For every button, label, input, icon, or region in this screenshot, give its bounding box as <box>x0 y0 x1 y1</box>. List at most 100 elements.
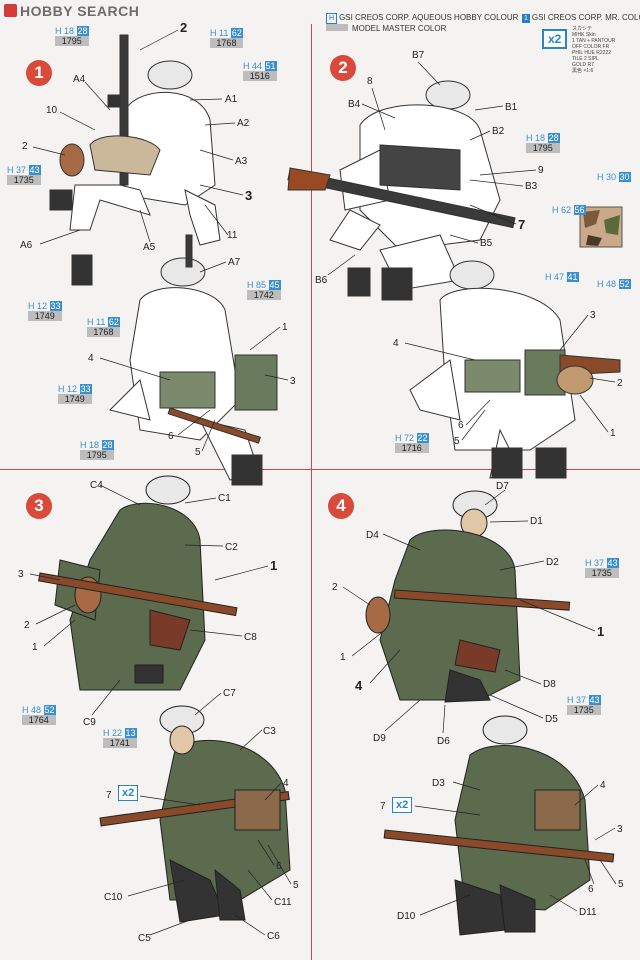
callout-label: 3 <box>18 569 24 580</box>
step-number-3: 3 <box>26 493 52 519</box>
figure-1b <box>109 234 278 486</box>
step-number-4: 4 <box>328 493 354 519</box>
callout-label: 4 <box>283 778 289 789</box>
figure-3b <box>99 705 291 923</box>
callout-label: 1 <box>597 624 605 639</box>
figure-3a <box>38 475 238 691</box>
callout-label: C8 <box>244 632 257 643</box>
callout-label: 4 <box>355 678 363 693</box>
x2-badge: x2 <box>118 785 139 801</box>
paint-chip: H 62 56 <box>552 205 586 215</box>
callout-label: C9 <box>83 717 96 728</box>
callout-label: 10 <box>46 105 58 116</box>
callout-label: D6 <box>437 736 450 747</box>
callout-label: B6 <box>315 275 328 286</box>
callout-label: 7 <box>106 790 112 801</box>
callout-label: A3 <box>235 156 248 167</box>
callout-label: B2 <box>492 126 505 137</box>
callout-label: 5 <box>293 880 299 891</box>
callout-label: 3 <box>590 310 596 321</box>
callout-label: C11 <box>274 897 292 908</box>
callout-label: 3 <box>245 188 253 203</box>
callout-label: D7 <box>496 481 509 492</box>
callout-label: A6 <box>20 240 33 251</box>
callout-label: C3 <box>263 726 276 737</box>
x2-badge-header: x2 <box>542 29 568 49</box>
callout-label: 3 <box>290 376 296 387</box>
callout-label: 1 <box>270 558 278 573</box>
callout-label: 4 <box>393 338 399 349</box>
callout-label: 2 <box>22 141 28 152</box>
callout-label: C4 <box>90 480 103 491</box>
callout-label: D2 <box>546 557 559 568</box>
callout-label: 2 <box>24 620 30 631</box>
callout-label: A2 <box>237 118 250 129</box>
callout-label: D1 <box>530 516 543 527</box>
mix-notes: スカシテ MIHK Skin 1 TAN + PANTOUR OFF COLOR… <box>572 26 616 74</box>
callout-label: A7 <box>228 257 241 268</box>
callout-label: 6 <box>458 420 464 431</box>
callout-label: 9 <box>538 165 544 176</box>
figure-2b <box>409 260 621 479</box>
callout-label: A1 <box>225 94 238 105</box>
step-number-1: 1 <box>26 60 52 86</box>
callout-label: D9 <box>373 733 386 744</box>
callout-label: 1 <box>282 322 288 333</box>
callout-label: 4 <box>88 353 94 364</box>
callout-label: 5 <box>454 436 460 447</box>
callout-label: 7 <box>518 217 526 232</box>
grey-swatch-icon <box>326 24 348 31</box>
callout-label: 3 <box>617 824 623 835</box>
callout-label: B4 <box>348 99 361 110</box>
callout-label: 4 <box>600 780 606 791</box>
figure-1a <box>49 34 221 286</box>
paint-chip: H 30 30 <box>597 172 631 182</box>
callout-label: 1 <box>340 652 346 663</box>
callout-label: C10 <box>104 892 123 903</box>
callout-label: 6 <box>588 884 594 895</box>
callout-label: 2 <box>332 582 338 593</box>
figure-4b <box>383 715 615 936</box>
callout-label: 2 <box>180 20 188 35</box>
x2-badge: x2 <box>392 797 413 813</box>
callout-label: B5 <box>480 238 493 249</box>
callout-label: 8 <box>367 76 373 87</box>
callout-label: 6 <box>276 861 282 872</box>
callout-label: C6 <box>267 931 280 942</box>
callout-label: D5 <box>545 714 558 725</box>
callout-label: C7 <box>223 688 236 699</box>
callout-label: 7 <box>380 801 386 812</box>
callout-label: B3 <box>525 181 538 192</box>
callout-label: 1 <box>610 428 616 439</box>
callout-label: B1 <box>505 102 518 113</box>
callout-label: D11 <box>579 907 597 918</box>
vertical-divider <box>311 24 312 960</box>
callout-label: D10 <box>397 911 416 922</box>
callout-label: 11 <box>227 230 238 241</box>
paint-chip: H 48 52 <box>597 279 631 289</box>
figure-4a <box>365 490 571 703</box>
camo-swatch-icon <box>579 206 623 248</box>
callout-label: 6 <box>168 431 174 442</box>
callout-label: D8 <box>543 679 556 690</box>
legend-model-master: MODEL MASTER COLOR <box>326 24 446 33</box>
paint-chip: H 47 41 <box>545 272 579 282</box>
callout-label: D4 <box>366 530 379 541</box>
figure-2a <box>287 80 516 301</box>
hobbysearch-logo-icon <box>4 4 17 17</box>
callout-label: C5 <box>138 933 151 944</box>
